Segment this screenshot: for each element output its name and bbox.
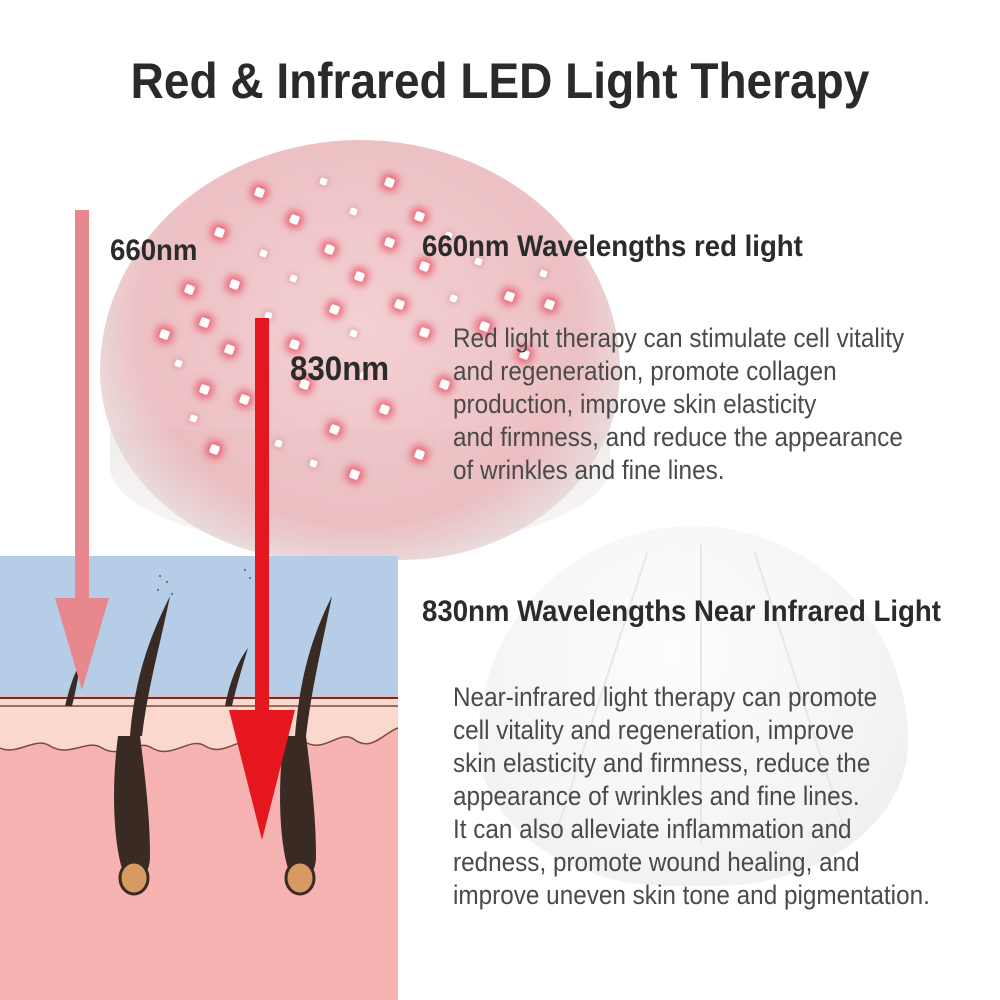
description-line: Near-infrared light therapy can promote — [453, 682, 878, 712]
description-line: appearance of wrinkles and fine lines. — [453, 781, 860, 811]
description-line: It can also alleviate inflammation and — [453, 814, 852, 844]
red-led-cap-image — [100, 140, 620, 560]
description-line: improve uneven skin tone and pigmentatio… — [453, 880, 930, 910]
infrared-light-heading: 830nm Wavelengths Near Infrared Light — [422, 595, 941, 628]
red-light-heading: 660nm Wavelengths red light — [422, 230, 803, 263]
infrared-light-arrow — [229, 318, 295, 840]
description-line: Red light therapy can stimulate cell vit… — [453, 323, 905, 353]
description-line: and regeneration, promote collagen — [453, 356, 837, 386]
page-title: Red & Infrared LED Light Therapy — [130, 53, 870, 109]
description-line: cell vitality and regeneration, improve — [453, 715, 855, 745]
red-light-description: Red light therapy can stimulate cell vit… — [453, 322, 904, 487]
description-line: of wrinkles and fine lines. — [453, 455, 725, 485]
description-line: production, improve skin elasticity — [453, 389, 817, 419]
penetration-arrows — [55, 210, 295, 840]
description-line: and firmness, and reduce the appearance — [453, 422, 903, 452]
description-line: skin elasticity and firmness, reduce the — [453, 748, 871, 778]
white-led-cap-image — [478, 526, 908, 886]
description-line: redness, promote wound healing, and — [453, 847, 860, 877]
infrared-wavelength-label: 830nm — [290, 350, 390, 388]
red-wavelength-label: 660nm — [110, 234, 198, 267]
infrared-light-description: Near-infrared light therapy can promote … — [453, 681, 930, 912]
red-light-arrow — [55, 210, 109, 690]
cap-seam — [700, 545, 702, 845]
